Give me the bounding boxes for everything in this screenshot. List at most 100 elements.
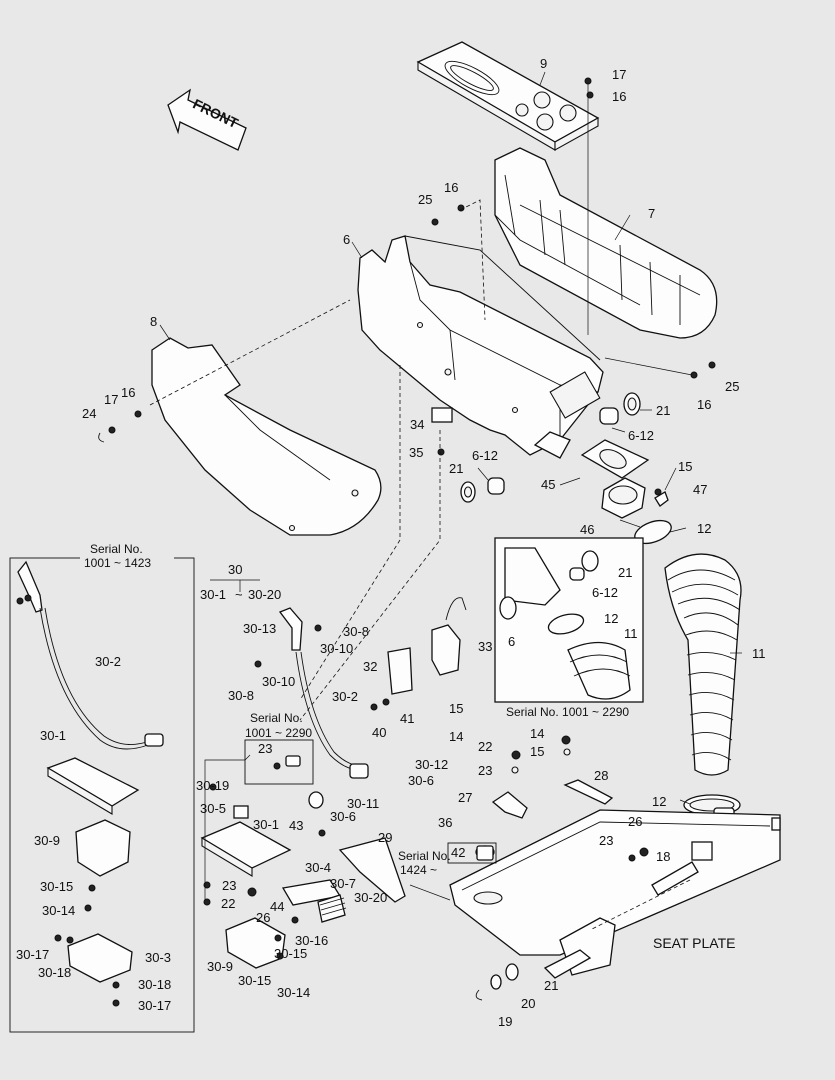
- callout-7: 7: [648, 206, 655, 221]
- callout-12: 12: [697, 521, 711, 536]
- inset-serial-mid: Serial No. 1001 ~ 2290: [244, 711, 314, 785]
- label-30-6: 30-6: [330, 809, 356, 824]
- serial-mid-range: 1001 ~ 2290: [245, 726, 312, 740]
- inset-callout-21: 21: [618, 565, 632, 580]
- callout-labels: 9 17 16 7 25 16 6 8 17 16 24 25 16 21 6-…: [16, 56, 766, 1029]
- callout-33: 33: [478, 639, 492, 654]
- label-30-19: 30-19: [196, 778, 229, 793]
- callout-14: 14: [530, 726, 544, 741]
- leader-lines: [149, 71, 742, 931]
- callout-25: 25: [418, 192, 432, 207]
- label-22: 22: [221, 896, 235, 911]
- label-30-20: 30-20: [354, 890, 387, 905]
- callout-9: 9: [540, 56, 547, 71]
- label-26: 26: [256, 910, 270, 925]
- callout-6-12: 6-12: [628, 428, 654, 443]
- callout-46: 46: [580, 522, 594, 537]
- callout-32: 32: [363, 659, 377, 674]
- label-30-18: 30-18: [138, 977, 171, 992]
- part-8-side-cover: [151, 337, 382, 536]
- label-23: 23: [258, 741, 272, 756]
- assembly-30: 30: [228, 562, 242, 577]
- serial-right-title: Serial No. 1001 ~ 2290: [506, 705, 629, 719]
- callout-40: 40: [372, 725, 386, 740]
- callout-36: 36: [438, 815, 452, 830]
- inset-callout-6: 6: [508, 634, 515, 649]
- inset-callout-11: 11: [624, 626, 638, 641]
- callout-16: 16: [121, 385, 135, 400]
- callout-11: 11: [752, 646, 766, 661]
- serial-left-title: Serial No.: [90, 542, 143, 556]
- label-30-15: 30-15: [274, 946, 307, 961]
- callout-47: 47: [693, 482, 707, 497]
- seat-plate-label: SEAT PLATE: [653, 935, 735, 951]
- callout-23: 23: [599, 833, 613, 848]
- callout-41: 41: [400, 711, 414, 726]
- serial-mid-title: Serial No.: [250, 711, 303, 725]
- callout-45: 45: [541, 477, 555, 492]
- label-30-2: 30-2: [95, 654, 121, 669]
- assembly-30-range-a: 30-1: [200, 587, 226, 602]
- label-30-17: 30-17: [16, 947, 49, 962]
- label-30-15: 30-15: [238, 973, 271, 988]
- label-30-4: 30-4: [305, 860, 331, 875]
- label-30-10: 30-10: [262, 674, 295, 689]
- callout-12: 12: [652, 794, 666, 809]
- callout-22: 22: [478, 739, 492, 754]
- label-30-1: 30-1: [253, 817, 279, 832]
- callout-15: 15: [530, 744, 544, 759]
- seat-plate: [449, 735, 781, 1001]
- label-30-6: 30-6: [408, 773, 434, 788]
- callout-42: 42: [451, 845, 465, 860]
- serial-small-range: 1424 ~: [400, 863, 437, 877]
- duct-adapters: [460, 392, 669, 519]
- part-6-main-housing: [357, 235, 604, 456]
- assembly-30-range-b: 30-20: [248, 587, 281, 602]
- callout-6-12: 6-12: [472, 448, 498, 463]
- label-30-13: 30-13: [243, 621, 276, 636]
- label-30-14: 30-14: [277, 985, 310, 1000]
- inset-callout-6-12: 6-12: [592, 585, 618, 600]
- inset-callout-12: 12: [604, 611, 618, 626]
- label-29: 29: [378, 830, 392, 845]
- callout-8: 8: [150, 314, 157, 329]
- callout-17: 17: [612, 67, 626, 82]
- callout-21: 21: [656, 403, 670, 418]
- callout-26: 26: [628, 814, 642, 829]
- middle-linkage-assembly: [200, 607, 406, 969]
- callout-25: 25: [725, 379, 739, 394]
- label-30-10: 30-10: [320, 641, 353, 656]
- part-7-rear-cover: [494, 147, 718, 339]
- inset-serial-left: Serial No. 1001 ~ 1423: [9, 542, 195, 1033]
- label-30-1: 30-1: [40, 728, 66, 743]
- callout-34: 34: [410, 417, 424, 432]
- label-30-12: 30-12: [415, 757, 448, 772]
- callout-16: 16: [612, 89, 626, 104]
- label-30-9: 30-9: [207, 959, 233, 974]
- label-30-2: 30-2: [332, 689, 358, 704]
- fasteners: [98, 77, 716, 496]
- switch-bracket: [370, 597, 467, 711]
- callout-15: 15: [449, 701, 463, 716]
- callout-17: 17: [104, 392, 118, 407]
- serial-left-range: 1001 ~ 1423: [84, 556, 151, 570]
- label-30-3: 30-3: [145, 950, 171, 965]
- callout-20: 20: [521, 996, 535, 1011]
- label-23: 23: [222, 878, 236, 893]
- callout-6: 6: [343, 232, 350, 247]
- front-arrow: FRONT: [167, 88, 247, 151]
- label-43: 43: [289, 818, 303, 833]
- label-30-14: 30-14: [42, 903, 75, 918]
- callout-21: 21: [544, 978, 558, 993]
- part-11-bellows-hose: [634, 519, 742, 821]
- label-30-17: 30-17: [138, 998, 171, 1013]
- label-44: 44: [270, 899, 284, 914]
- callout-28: 28: [594, 768, 608, 783]
- part-9-cover-plate: [416, 41, 600, 151]
- callout-27: 27: [458, 790, 472, 805]
- label-30-11: 30-11: [347, 796, 379, 811]
- callout-23: 23: [478, 763, 492, 778]
- label-30-7: 30-7: [330, 876, 356, 891]
- callout-21: 21: [449, 461, 463, 476]
